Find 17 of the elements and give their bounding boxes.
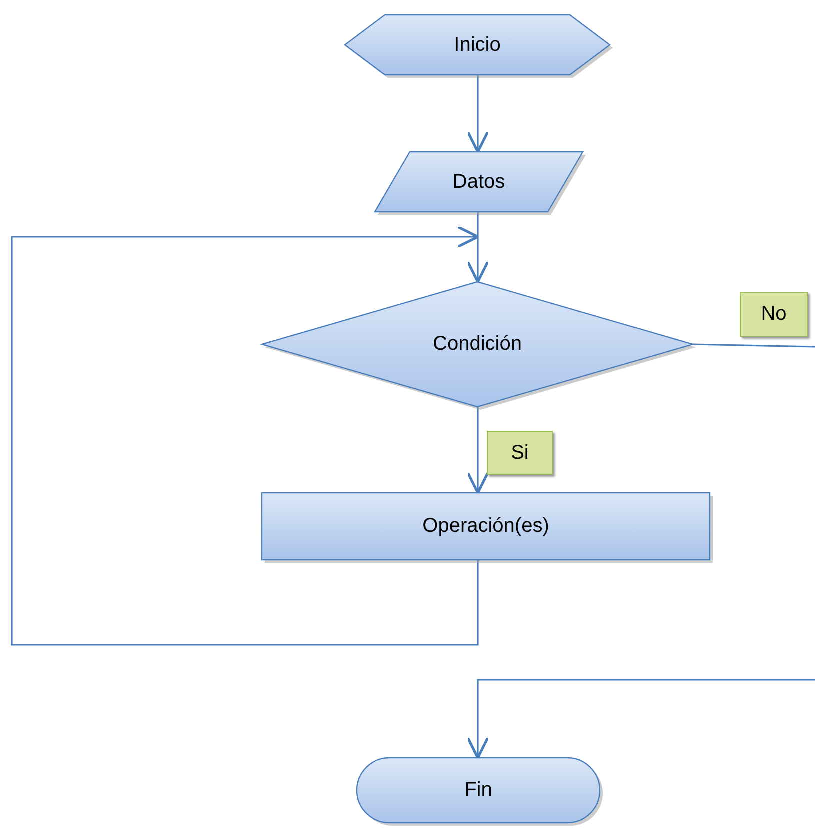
decision-diamond bbox=[262, 282, 693, 407]
node-text: Operación(es) bbox=[422, 515, 550, 538]
end-terminator bbox=[357, 758, 600, 823]
edge-label: No bbox=[740, 292, 808, 337]
connector-arrow bbox=[11, 226, 480, 646]
start-hexagon bbox=[345, 15, 610, 75]
connector-arrow bbox=[466, 237, 490, 284]
connector-arrow bbox=[466, 679, 815, 760]
connector-arrow bbox=[466, 407, 490, 494]
node-text: Condición bbox=[433, 333, 522, 356]
node-text: Fin bbox=[464, 779, 492, 802]
input-parallelogram bbox=[375, 152, 583, 212]
process-box bbox=[262, 493, 710, 560]
edge-label: Si bbox=[487, 431, 553, 475]
node-text: Inicio bbox=[454, 34, 501, 56]
connector-arrow bbox=[466, 75, 490, 154]
node-text: Datos bbox=[452, 170, 506, 194]
